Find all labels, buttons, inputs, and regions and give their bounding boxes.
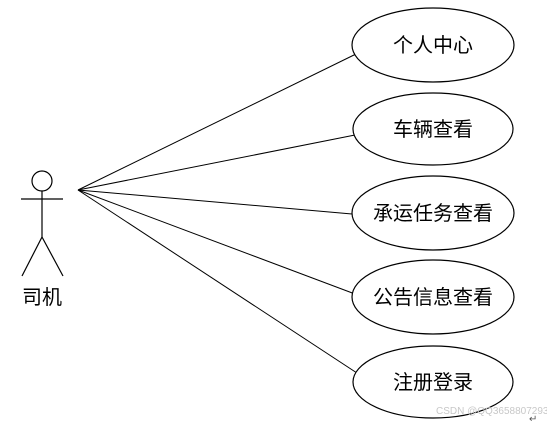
association-line-3 bbox=[77, 189, 353, 215]
association-line-2 bbox=[77, 134, 356, 191]
use-case-ellipse bbox=[352, 345, 514, 419]
use-case-ellipse bbox=[351, 259, 515, 335]
use-case-ellipse bbox=[351, 7, 515, 83]
use-case-ellipse bbox=[352, 92, 514, 166]
use-case-register-login: 注册登录 bbox=[352, 345, 514, 419]
actor-left-leg bbox=[21, 236, 43, 277]
use-case-vehicle-view: 车辆查看 bbox=[352, 92, 514, 166]
actor-head bbox=[31, 170, 53, 192]
actor-driver bbox=[21, 170, 64, 277]
actor-right-leg bbox=[41, 236, 64, 277]
association-line-1 bbox=[77, 53, 357, 191]
watermark: CSDN @QQ3658807293 bbox=[436, 406, 547, 417]
associations bbox=[77, 53, 361, 376]
use-case-label: 承运任务查看 bbox=[373, 201, 493, 225]
use-case-personal-center: 个人中心 bbox=[351, 7, 515, 83]
use-case-shipping-task-view: 承运任务查看 bbox=[351, 175, 515, 251]
use-case-label: 注册登录 bbox=[393, 370, 473, 394]
actor-label: 司机 bbox=[22, 285, 62, 309]
use-case-label: 公告信息查看 bbox=[373, 285, 493, 309]
use-case-label: 个人中心 bbox=[393, 33, 473, 57]
association-line-4 bbox=[77, 189, 356, 295]
use-case-ellipse bbox=[351, 175, 515, 251]
use-case-announcement-view: 公告信息查看 bbox=[351, 259, 515, 335]
association-line-5 bbox=[77, 189, 361, 376]
use-case-label: 车辆查看 bbox=[393, 117, 473, 141]
paragraph-mark: ↵ bbox=[529, 414, 537, 424]
